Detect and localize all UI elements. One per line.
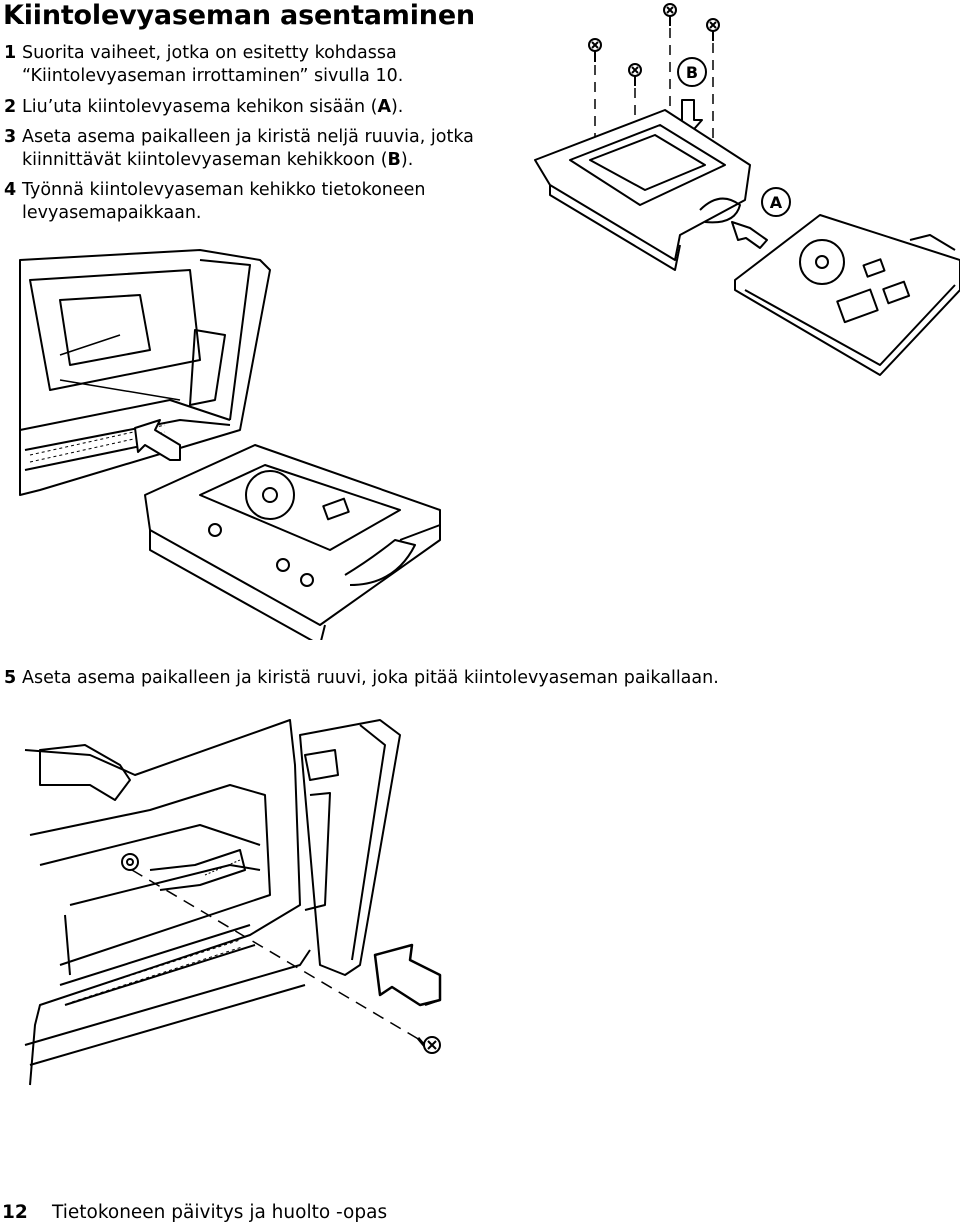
step-text: “Kiintolevyaseman irrottaminen” sivulla … xyxy=(22,66,404,86)
callout-ref: A xyxy=(377,97,391,117)
screw-insertion-illustration xyxy=(24,719,442,1086)
page-title: Kiintolevyaseman asentaminen xyxy=(3,0,475,31)
step-number: 5 xyxy=(4,668,17,688)
step-number: 3 xyxy=(4,127,17,147)
page-footer: 12 Tietokoneen päivitys ja huolto -opas xyxy=(2,1202,387,1223)
screw-icon xyxy=(416,1036,441,1054)
drive-cage-illustration: B A xyxy=(534,3,960,376)
cage-insertion-illustration xyxy=(19,249,441,640)
step-text: ). xyxy=(400,150,414,170)
page-number: 12 xyxy=(2,1202,28,1223)
step-number: 1 xyxy=(4,43,17,63)
callout-label-a: A xyxy=(770,193,783,212)
step-text: Aseta asema paikalleen ja kiristä ruuvi,… xyxy=(22,668,719,688)
callout-label-b: B xyxy=(686,63,698,82)
step-text: Työnnä kiintolevyaseman kehikko tietokon… xyxy=(22,180,426,200)
step-text: levyasemapaikkaan. xyxy=(22,203,202,223)
step-number: 4 xyxy=(4,180,17,200)
step-text: Suorita vaiheet, jotka on esitetty kohda… xyxy=(22,43,397,63)
screw-icon xyxy=(588,38,602,62)
step-text: Liu’uta kiintolevyasema kehikon sisään ( xyxy=(22,97,378,117)
step-text: ). xyxy=(390,97,404,117)
step-number: 2 xyxy=(4,97,17,117)
callout-ref: B xyxy=(387,150,401,170)
step-text: kiinnittävät kiintolevyaseman kehikkoon … xyxy=(22,150,388,170)
footer-text: Tietokoneen päivitys ja huolto -opas xyxy=(52,1202,388,1223)
step-text: Aseta asema paikalleen ja kiristä neljä … xyxy=(22,127,474,147)
